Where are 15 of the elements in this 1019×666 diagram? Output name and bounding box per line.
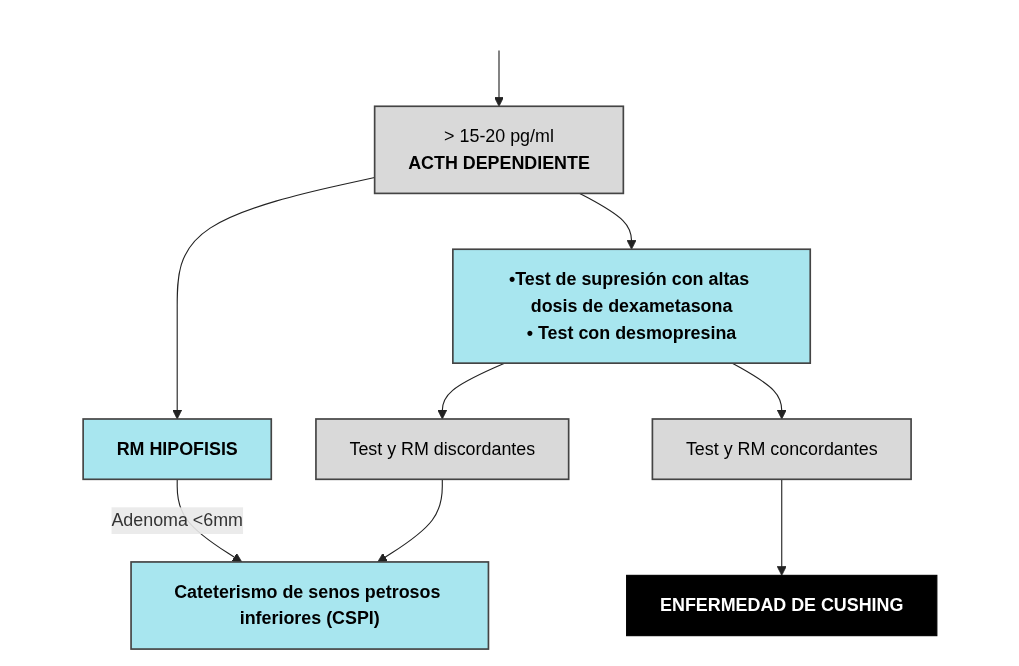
edge-label: Adenoma <6mm [110, 510, 243, 530]
arrow [493, 49, 504, 107]
node-box: > 15-20 pg/ml ACTH DEPENDIENTE [373, 105, 624, 195]
arrow [776, 478, 787, 576]
arrow [171, 176, 375, 420]
node-box: Cateterismo de senos petrosos inferiores (CSPI) [129, 561, 489, 650]
arrow [731, 362, 787, 420]
node-box: ENFERMEDAD DE CUSHING [625, 574, 937, 637]
node-box: RM HIPOFISIS [81, 418, 272, 481]
arrow [578, 192, 636, 250]
node-box: Test y RM concordantes [651, 418, 912, 481]
arrow [376, 478, 443, 563]
node-box: Test y RM discordantes [314, 418, 569, 481]
node-box: •Test de supresión con altas dosis de dexametasona • Test con desmopresina [451, 248, 811, 364]
arrow [436, 362, 505, 420]
